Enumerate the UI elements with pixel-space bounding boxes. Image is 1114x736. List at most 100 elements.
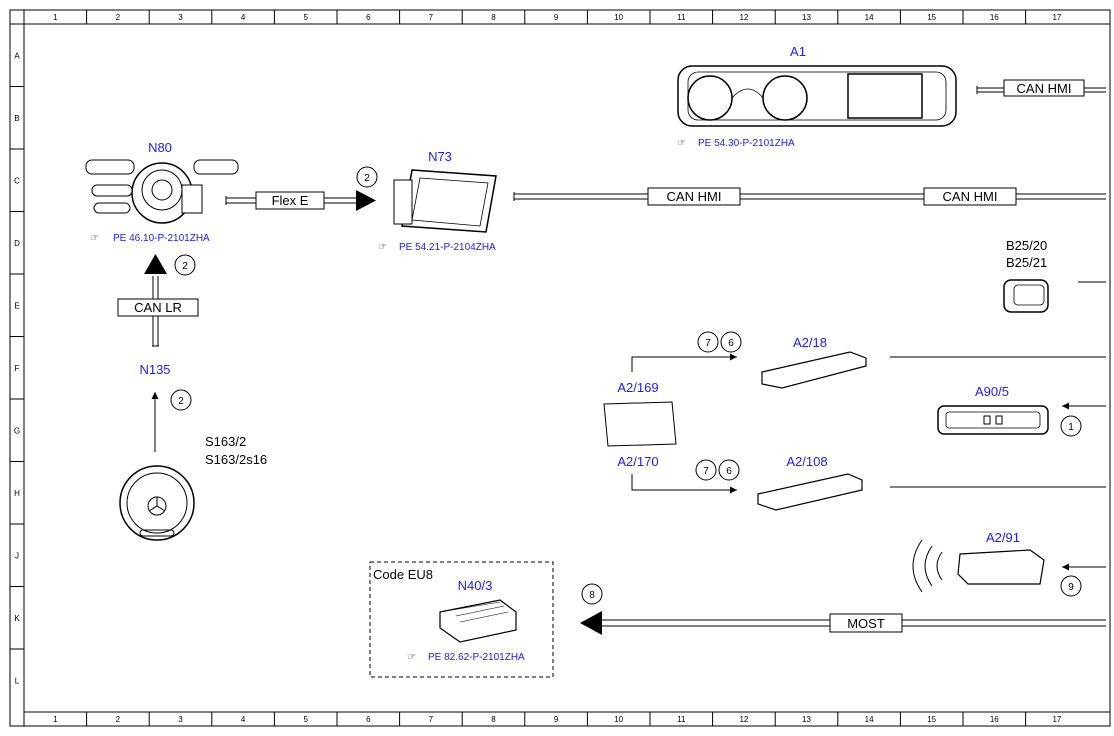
a2-91-title: A2/91 (986, 530, 1020, 545)
ruler-column-label: 7 (429, 715, 434, 724)
svg-text:6: 6 (726, 466, 732, 477)
n73-ignition-switch: N73 ☞ PE 54.21-P-2104ZHA (378, 149, 497, 253)
ruler-column-label: 9 (554, 715, 559, 724)
ruler-column-label: 6 (366, 715, 371, 724)
most-bus: MOST (580, 611, 1106, 635)
ruler-column-label: 17 (1052, 715, 1061, 724)
ruler-column-label: 12 (739, 715, 748, 724)
n40-3-title: N40/3 (458, 578, 493, 593)
n80-title: N80 (148, 140, 172, 155)
reference-icon: ☞ (378, 242, 387, 253)
ruler-column-label: 11 (677, 13, 686, 22)
ruler-column-label: 2 (116, 715, 121, 724)
ruler-column-label: 8 (491, 715, 496, 724)
a2-169-title: A2/169 (617, 380, 658, 395)
n40-3-code: Code EU8 (373, 567, 433, 582)
marker-a90-5: 1 (1060, 415, 1082, 437)
marker-n73: 2 (356, 166, 378, 188)
a1-title: A1 (790, 44, 806, 59)
ruler-row-label: L (15, 676, 20, 685)
ruler-row-label: D (14, 239, 20, 248)
ruler-column-label: 15 (927, 13, 936, 22)
ruler-column-label: 5 (303, 715, 308, 724)
svg-text:7: 7 (705, 338, 711, 349)
can-hmi-label: CAN HMI (1017, 81, 1072, 96)
marker-a2-18-b: 6 (720, 331, 742, 353)
ruler-row-label: F (15, 364, 20, 373)
ruler-row-label: K (14, 614, 20, 623)
n40-3-reference[interactable]: PE 82.62-P-2101ZHA (428, 652, 525, 663)
ruler-column-label: 16 (990, 715, 999, 724)
ruler-column-label: 17 (1052, 13, 1061, 22)
ruler-column-label: 16 (990, 13, 999, 22)
frame (9, 9, 1111, 727)
ruler-column-label: 12 (739, 13, 748, 22)
marker-a2-108-a: 7 (695, 459, 717, 481)
can-lr-bus: CAN LR (117, 254, 199, 347)
a2-91-module: A2/91 (912, 530, 1106, 593)
n80-steering-column-module: N80 ☞ PE 46.10-P-2101ZHA (85, 140, 239, 244)
ruler-row-label: H (14, 489, 20, 498)
a2-108-feed-arrow (631, 474, 737, 494)
a1-instrument-cluster: A1 ☞ PE 54.30-P-2101ZHA (677, 44, 957, 149)
svg-text:6: 6 (728, 338, 734, 349)
ruler-column-label: 10 (614, 13, 623, 22)
a2-169-module (603, 401, 677, 447)
marker-n135: 2 (170, 389, 192, 411)
svg-text:7: 7 (703, 466, 709, 477)
a1-reference[interactable]: PE 54.30-P-2101ZHA (698, 138, 795, 149)
ruler-column-label: 13 (802, 13, 811, 22)
ruler-column-label: 14 (865, 13, 874, 22)
ruler-column-label: 6 (366, 13, 371, 22)
can-hmi-bus-main: CAN HMI CAN HMI (513, 187, 1106, 206)
marker-a2-91: 9 (1060, 575, 1082, 597)
s163-label-1: S163/2 (205, 434, 246, 449)
s163-label-2: S163/2s16 (205, 452, 267, 467)
s163-steering-wheel: S163/2 S163/2s16 (119, 434, 267, 541)
a2-108-title: A2/108 (786, 454, 827, 469)
a2-18-feed-arrow (631, 353, 737, 372)
ruler-column-label: 14 (865, 715, 874, 724)
svg-text:2: 2 (182, 261, 188, 272)
ruler-row-label: A (14, 51, 20, 60)
n73-reference[interactable]: PE 54.21-P-2104ZHA (399, 242, 496, 253)
reference-icon: ☞ (407, 652, 416, 663)
n135-title: N135 (139, 362, 170, 377)
a2-170-title: A2/170 (617, 454, 658, 469)
n73-title: N73 (428, 149, 452, 164)
n40-3-sound-amplifier: Code EU8 N40/3 ☞ PE 82.62-P-2101ZHA (369, 561, 554, 678)
svg-text:2: 2 (364, 173, 370, 184)
ruler-column-label: 1 (53, 13, 58, 22)
svg-text:2: 2 (178, 396, 184, 407)
ruler-column-label: 15 (927, 715, 936, 724)
a90-5-module: A90/5 (937, 384, 1106, 435)
can-hmi-bus-top: CAN HMI (976, 79, 1106, 97)
ruler-column-label: 8 (491, 13, 496, 22)
svg-text:9: 9 (1068, 582, 1074, 593)
flex-e-bus: Flex E (225, 190, 376, 211)
ruler-column-label: 5 (303, 13, 308, 22)
b25-sensor: B25/20 B25/21 (1003, 238, 1106, 313)
ruler-row-label: C (14, 176, 20, 185)
ruler-column-label: 1 (53, 715, 58, 724)
a90-5-title: A90/5 (975, 384, 1009, 399)
b25-label-2: B25/21 (1006, 255, 1047, 270)
ruler-column-label: 13 (802, 715, 811, 724)
ruler-row-label: J (15, 551, 19, 560)
ruler-row-label: E (14, 301, 19, 310)
marker-n40-3: 8 (581, 583, 603, 605)
ruler-column-label: 4 (241, 13, 246, 22)
ruler-column-label: 11 (677, 715, 686, 724)
ruler-column-label: 4 (241, 715, 246, 724)
flex-e-label: Flex E (272, 193, 309, 208)
marker-a2-18-a: 7 (697, 331, 719, 353)
ruler-column-label: 3 (178, 715, 183, 724)
n80-reference[interactable]: PE 46.10-P-2101ZHA (113, 233, 210, 244)
can-hmi-label-1: CAN HMI (667, 189, 722, 204)
reference-icon: ☞ (90, 233, 99, 244)
b25-label-1: B25/20 (1006, 238, 1047, 253)
